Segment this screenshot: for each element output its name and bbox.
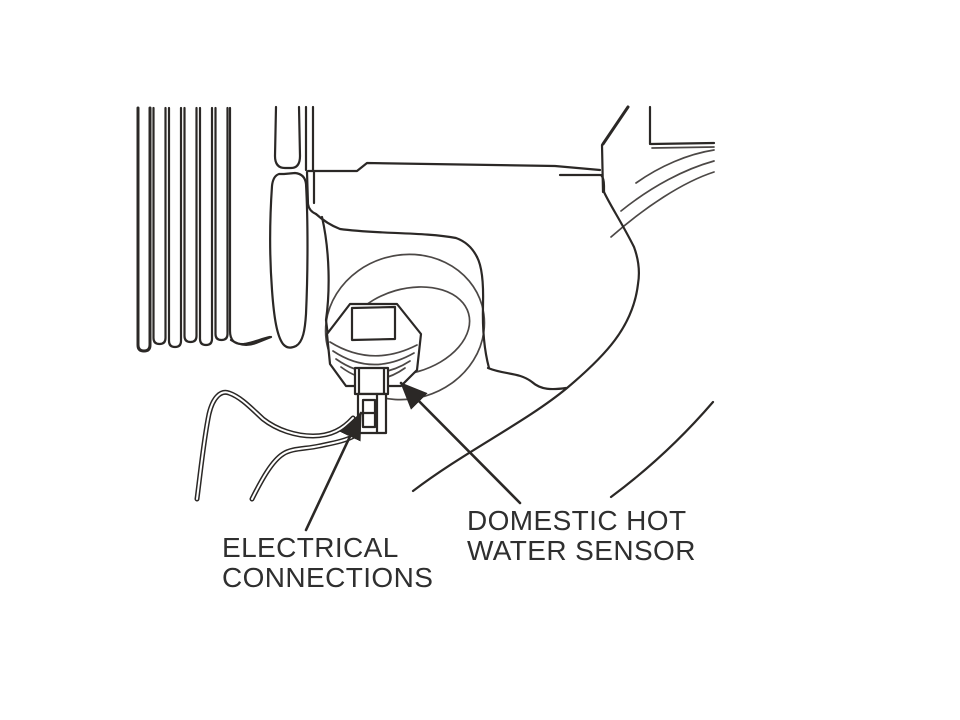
valve-body-edge: [411, 190, 640, 493]
electrical-connections-label-line2: CONNECTIONS: [222, 562, 434, 593]
pipe-elbow: [600, 105, 716, 238]
domestic-hot-water-sensor-label-line1: DOMESTIC HOT: [467, 505, 687, 536]
electrical-connections-label: ELECTRICAL CONNECTIONS: [222, 533, 433, 593]
electrical-connections-label-line1: ELECTRICAL: [222, 532, 399, 563]
sensor-wires: [194, 389, 357, 502]
domestic-hot-water-sensor-label: DOMESTIC HOT WATER SENSOR: [467, 506, 696, 566]
heat-exchanger-fins: [136, 106, 272, 353]
sensor-connector: [353, 366, 390, 435]
domestic-hot-water-sensor-label-line2: WATER SENSOR: [467, 535, 696, 566]
electrical-pointer-arrow: [304, 411, 363, 532]
sensor-pointer-arrow: [399, 381, 522, 505]
mounting-bracket: [229, 105, 318, 349]
valve-body-arm: [306, 161, 606, 194]
background-arc: [609, 400, 715, 499]
